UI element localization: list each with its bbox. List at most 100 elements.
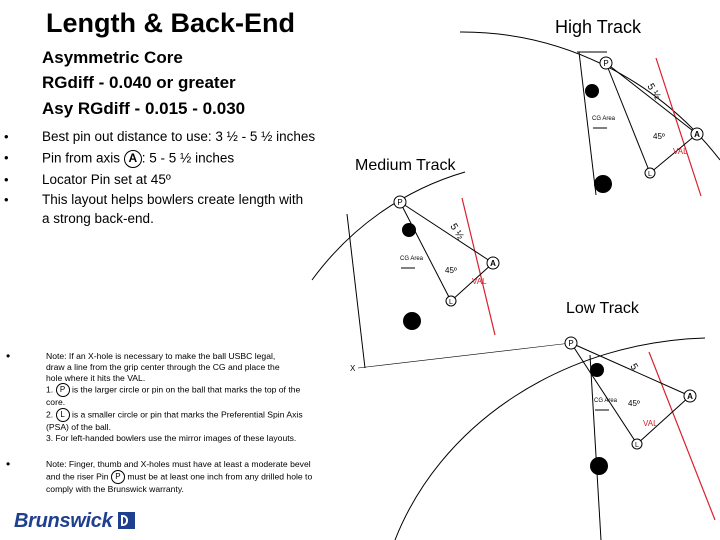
high-locator-label: L [648, 171, 652, 178]
medium-locator-line [399, 201, 452, 302]
note-line: 1. P is the larger circle or pin on the … [46, 383, 364, 398]
bullet-locator-text: Locator Pin set at 45º [42, 172, 171, 187]
high-distance-label: 5 ½ [644, 82, 663, 103]
medium-locator-label: L [449, 299, 453, 306]
note-num: 1. [46, 384, 54, 395]
high-cg-label: CG Area [592, 116, 616, 122]
high-axis-label: A [694, 130, 700, 139]
high-locator-line [605, 62, 651, 174]
medium-distance-label: 5 ½ [447, 222, 466, 243]
low-ball-outline [394, 337, 706, 540]
high-thumb-hole [594, 175, 612, 193]
low-locator-line [636, 395, 691, 445]
note-xhole: • Note: If an X-hole is necessary to mak… [6, 350, 364, 444]
brand-mark-icon [117, 512, 135, 529]
bullet-pin-out: • Best pin out distance to use: 3 ½ - 5 … [4, 129, 316, 144]
bullet-dot: • [4, 129, 9, 144]
note-line: (PSA) of the ball. [46, 422, 111, 433]
bullet-pin-axis: • Pin from axis A: 5 - 5 ½ inches [4, 150, 234, 168]
brand-name: Brunswick [14, 510, 113, 532]
high-track-title: High Track [555, 17, 642, 37]
medium-pin-marker [393, 195, 407, 209]
high-angle-label: 45º [653, 132, 665, 141]
note-text: and the riser Pin [46, 471, 109, 482]
note-text: is the larger circle or pin on the ball … [71, 384, 301, 395]
high-val-line [655, 57, 702, 197]
low-val-line [648, 351, 716, 521]
brunswick-logo: Brunswick [14, 510, 135, 533]
subtitle-asy-rgdiff: Asy RGdiff - 0.015 - 0.030 [42, 99, 246, 118]
note-warranty: • Note: Finger, thumb and X-holes must h… [6, 458, 364, 495]
medium-pin-label: P [397, 198, 402, 207]
low-pin-label: P [568, 339, 573, 348]
high-axis-marker [690, 127, 704, 141]
low-xhole-label: X [350, 364, 356, 373]
low-axis-line [570, 342, 691, 397]
note-line: Note: If an X-hole is necessary to make … [46, 351, 276, 361]
medium-locator-line [450, 262, 494, 302]
medium-axis-label: A [490, 259, 496, 268]
low-lane-line [589, 354, 602, 540]
low-angle-label: 45º [628, 399, 640, 408]
medium-thumb-hole [403, 312, 421, 330]
low-cg-label: CG Area [594, 398, 618, 404]
bullet-layout: • This layout helps bowlers create lengt… [4, 192, 303, 207]
note-line: Note: Finger, thumb and X-holes must hav… [46, 459, 311, 469]
bullet-dot: • [4, 150, 9, 165]
low-axis-label: A [687, 392, 693, 401]
high-locator-marker [644, 167, 656, 179]
note-text: is a smaller circle or pin that marks th… [71, 409, 303, 420]
high-pin-marker [599, 56, 613, 70]
low-track-title: Low Track [566, 300, 640, 317]
axis-symbol: A [123, 150, 142, 168]
low-finger-hole [590, 363, 604, 377]
subtitle-rgdiff: RGdiff - 0.040 or greater [42, 73, 236, 92]
medium-ball-outline [311, 171, 466, 281]
subtitle-core: Asymmetric Core [42, 48, 183, 67]
page-title: Length & Back-End [46, 8, 296, 38]
medium-finger-hole [402, 223, 416, 237]
high-finger-hole [585, 84, 599, 98]
note-text: must be at least one inch from any drill… [127, 471, 313, 482]
low-locator-line [570, 342, 638, 445]
note-line: core. [46, 397, 66, 408]
low-thumb-hole [590, 457, 608, 475]
low-locator-marker [631, 438, 643, 450]
high-axis-line [605, 62, 698, 135]
note-line: 3. For left-handed bowlers use the mirro… [46, 432, 297, 443]
medium-locator-marker [445, 295, 457, 307]
medium-val-line [461, 197, 496, 336]
high-val-label: VAL [673, 147, 688, 156]
low-locator-label: L [635, 442, 639, 449]
bullet-dot: • [6, 349, 11, 363]
note-num: 2. [46, 409, 54, 420]
pin-symbol: P [55, 383, 70, 398]
bullet-pin-axis-pre: Pin from axis [42, 150, 121, 166]
bullet-layout-cont: a strong back-end. [42, 211, 154, 226]
low-pin-marker [564, 336, 578, 350]
low-val-label: VAL [643, 419, 658, 428]
bullet-pin-out-text: Best pin out distance to use: 3 ½ - 5 ½ … [42, 129, 316, 144]
bullet-dot: • [4, 192, 9, 207]
note-line: and the riser Pin P must be at least one… [46, 469, 364, 484]
note-line: hole where it hits the VAL. [46, 372, 146, 383]
locator-symbol: L [55, 408, 70, 423]
low-track-diagram: Low Track X P 5 CG Area 45º A VAL L [350, 300, 716, 540]
bullet-dot: • [6, 457, 11, 471]
medium-axis-line [399, 201, 494, 264]
medium-angle-label: 45º [445, 266, 457, 275]
medium-track-diagram: Medium Track P 5 ½ CG Area 45º A VAL L [311, 157, 500, 369]
medium-cg-label: CG Area [400, 256, 424, 262]
bullet-locator: • Locator Pin set at 45º [4, 172, 171, 187]
note-line: comply with the Brunswick warranty. [46, 483, 184, 494]
pin-symbol: P [110, 469, 125, 484]
low-axis-marker [683, 389, 697, 403]
medium-lane-line [346, 213, 366, 369]
medium-val-label: VAL [472, 277, 487, 286]
high-lane-line [578, 51, 597, 196]
high-track-diagram: High Track P 5 ½ CG Area 45º A VAL L [459, 17, 720, 197]
high-pin-label: P [603, 59, 608, 68]
low-distance-label: 5 [627, 362, 640, 373]
note-line: draw a line from the grip center through… [46, 361, 280, 372]
